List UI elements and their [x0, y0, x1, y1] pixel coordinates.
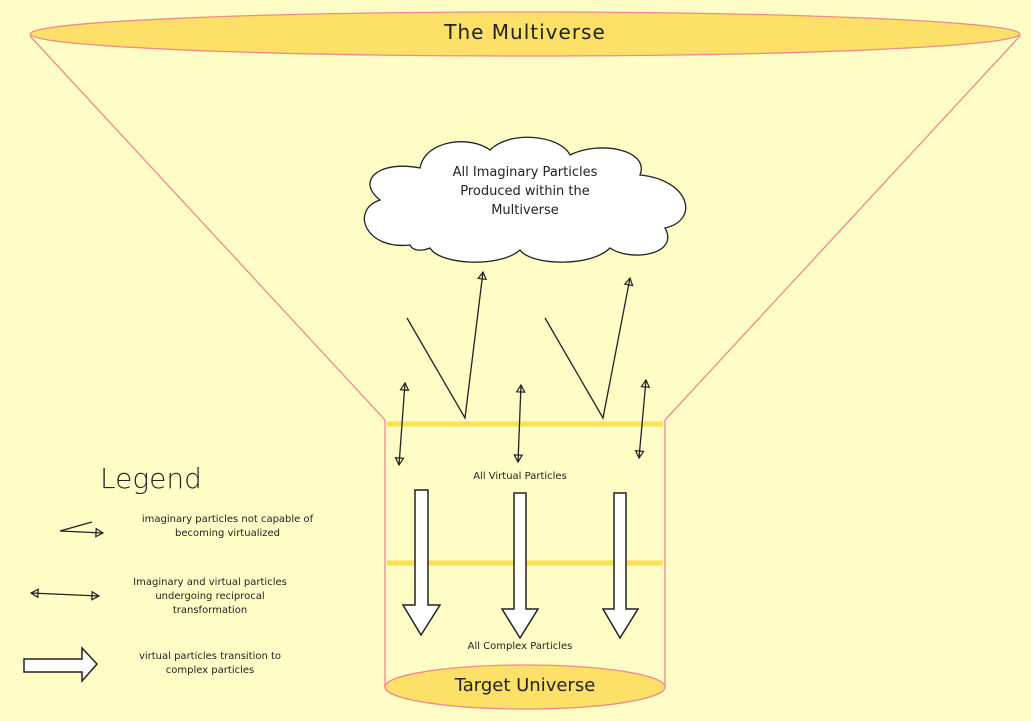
legend-item-label: virtual particles transition to complex …	[138, 651, 282, 676]
legend-icons	[23, 521, 103, 683]
target-universe-label: Target Universe	[454, 675, 596, 696]
funnel-outline	[29, 35, 1021, 688]
legend-item-label: imaginary particles not capable of becom…	[141, 514, 314, 539]
transition-arrows	[401, 489, 640, 640]
multiverse-ellipse	[29, 11, 1021, 57]
legend-item-label: Imaginary and virtual particles undergoi…	[133, 577, 287, 616]
complex-particles-label: All Complex Particles	[467, 641, 573, 652]
double-arrow-icon	[31, 593, 99, 596]
virtual-particles-label: All Virtual Particles	[473, 471, 567, 482]
block-arrow-icon	[23, 646, 99, 683]
target-universe-ellipse	[384, 664, 666, 710]
non-virtualizable-arrows	[406, 272, 630, 420]
reciprocal-arrows	[399, 380, 646, 465]
cloud-shape	[363, 136, 687, 263]
multiverse-title: The Multiverse	[444, 20, 606, 44]
single-arrow-icon	[59, 521, 103, 533]
cloud-label: All Imaginary Particles Produced within …	[452, 165, 598, 218]
legend-title: Legend	[100, 462, 202, 495]
